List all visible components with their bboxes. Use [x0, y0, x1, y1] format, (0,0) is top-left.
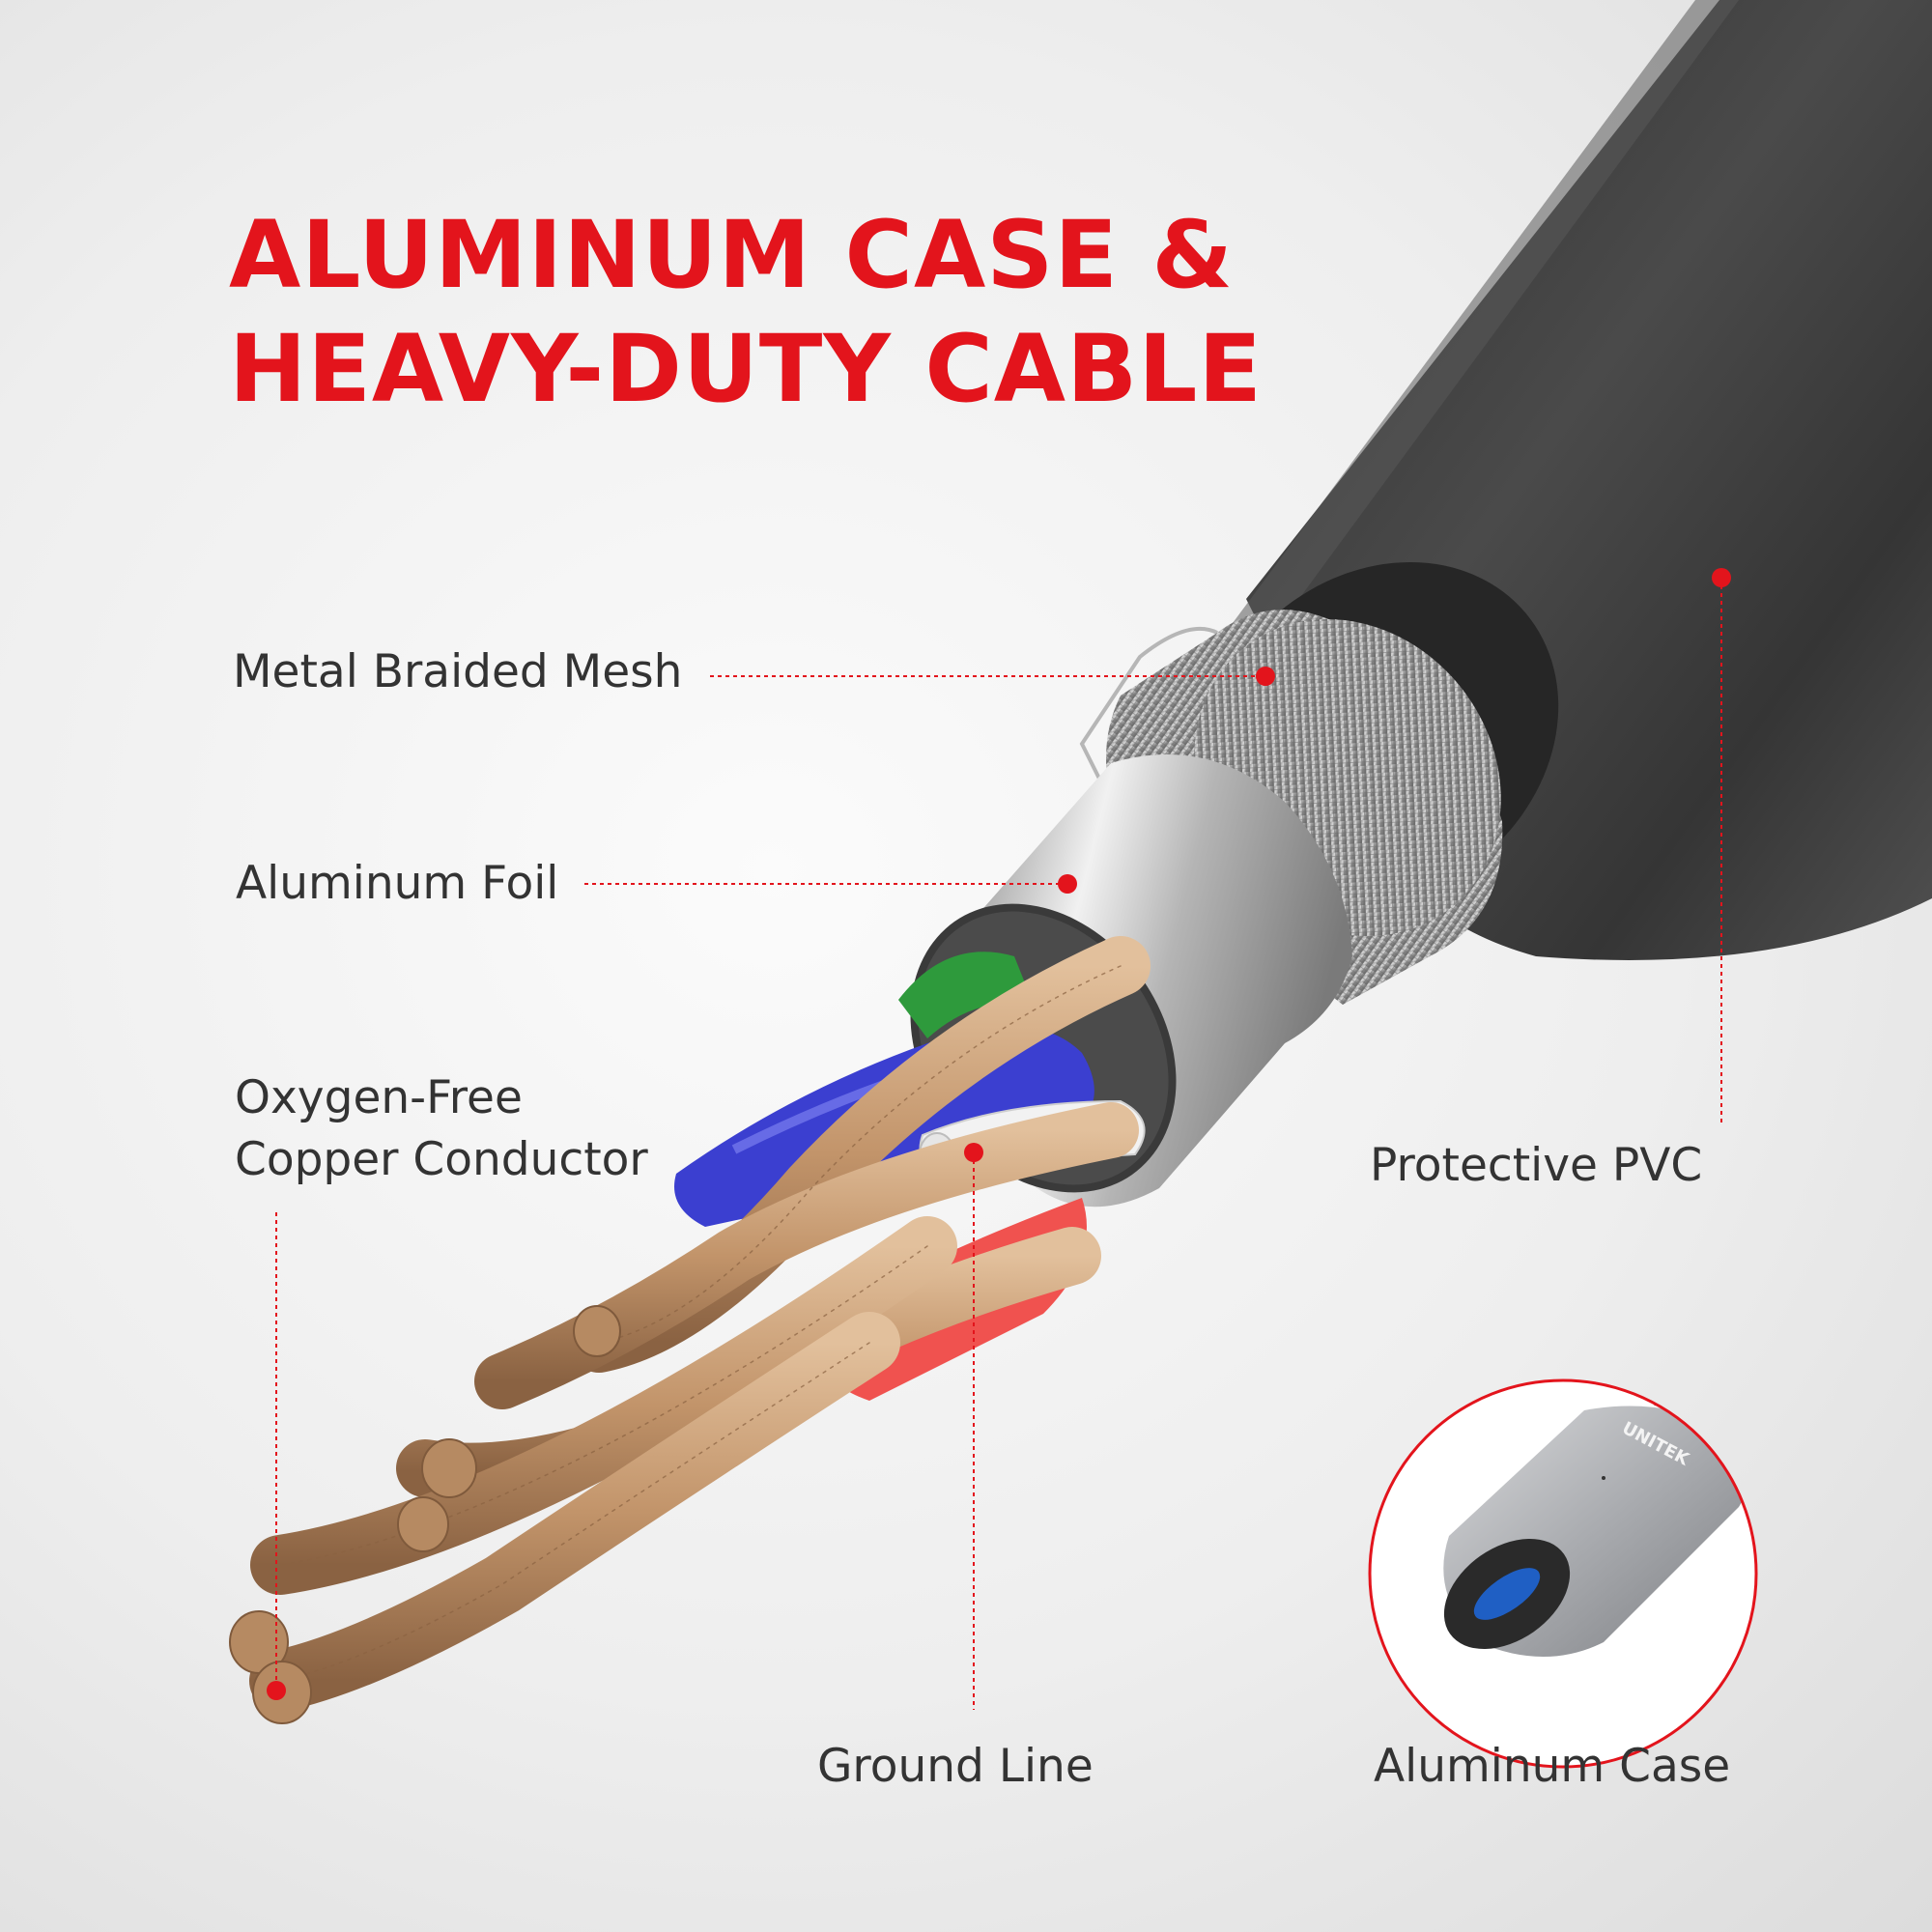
label-ground-line: Ground Line — [817, 1740, 1094, 1793]
title-line-1: ALUMINUM CASE & — [229, 201, 1235, 309]
callout-dot-foil — [1058, 874, 1077, 894]
label-copper-conductor-line-2: Copper Conductor — [235, 1133, 648, 1186]
label-aluminum-case: Aluminum Case — [1374, 1740, 1731, 1793]
title-line-2: HEAVY-DUTY CABLE — [229, 315, 1263, 423]
aluminum-case-inset — [1368, 1378, 1758, 1769]
label-aluminum-foil: Aluminum Foil — [236, 857, 559, 910]
callout-dot-mesh — [1256, 667, 1275, 686]
callout-dot-pvc — [1712, 568, 1731, 587]
page-title: ALUMINUM CASE & HEAVY-DUTY CABLE — [229, 198, 1263, 426]
label-copper-conductor-line-1: Oxygen-Free — [235, 1071, 523, 1124]
label-protective-pvc: Protective PVC — [1370, 1139, 1703, 1192]
green-wire — [898, 952, 1034, 1038]
callout-dots — [267, 568, 1731, 1700]
callout-dot-ground — [964, 1143, 983, 1162]
callout-lines — [275, 578, 1722, 1710]
label-copper-conductor: Oxygen-Free Copper Conductor — [235, 1067, 648, 1191]
label-metal-braided-mesh: Metal Braided Mesh — [233, 645, 683, 698]
copper-strand-ends — [229, 1305, 621, 1724]
callout-dot-conductor — [267, 1681, 286, 1700]
